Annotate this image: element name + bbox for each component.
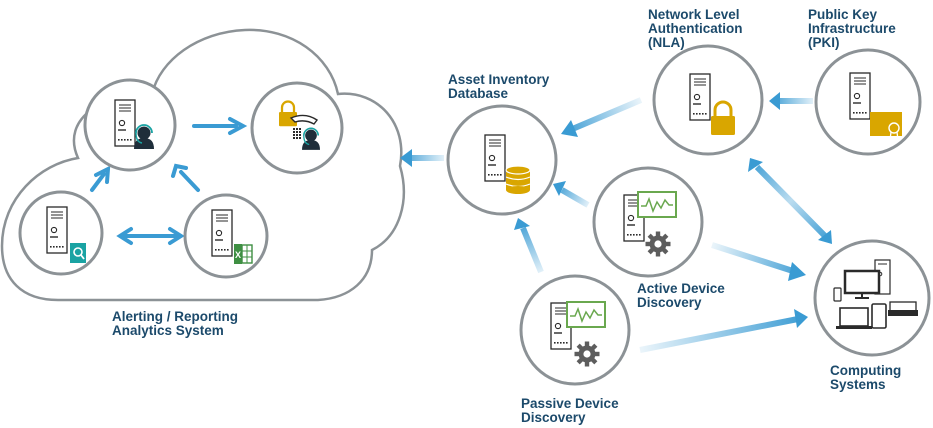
arrowhead xyxy=(171,163,188,178)
label-line: (NLA) xyxy=(648,35,685,50)
label-line: (PKI) xyxy=(808,35,840,50)
keypad-icon xyxy=(293,128,301,139)
label-line: Network Level xyxy=(648,7,740,22)
arrow-passive-to-asset xyxy=(514,218,544,274)
label-line: Active Device xyxy=(637,281,725,296)
phone-device-icon xyxy=(833,287,842,302)
arrow-active-to-asset xyxy=(553,181,590,208)
node-computing-systems xyxy=(813,239,931,357)
node-search-server xyxy=(18,190,104,276)
label-line: Alerting / Reporting xyxy=(112,309,238,324)
printer-icon xyxy=(888,301,918,316)
label-line: Database xyxy=(448,86,509,101)
arrow-excel-to-analytics xyxy=(179,170,200,192)
laptop-icon xyxy=(836,307,872,329)
label-line: Public Key xyxy=(808,7,878,22)
node-excel-server: X xyxy=(183,193,269,279)
arrow-asset-to-cloud xyxy=(400,149,444,167)
arrow-cloud-internal xyxy=(90,117,248,245)
label-line: Asset Inventory xyxy=(448,72,550,87)
tablet-icon xyxy=(871,303,887,329)
gear-icon xyxy=(574,341,600,367)
search-document-icon xyxy=(70,243,86,263)
node-analytics-server xyxy=(83,78,177,172)
arrow-passive-to-computing xyxy=(639,309,808,353)
spreadsheet-icon: X xyxy=(234,244,253,264)
node-active-discovery xyxy=(592,166,704,278)
activity-chart-icon xyxy=(637,191,677,218)
node-asset-database xyxy=(446,104,558,216)
arrowhead xyxy=(94,165,111,184)
database-icon xyxy=(505,165,531,194)
arrow-nla-computing-bidirectional xyxy=(748,158,832,244)
phone-icon xyxy=(289,114,319,125)
label-line: Passive Device xyxy=(521,396,619,411)
node-pki xyxy=(814,48,922,156)
arrow-nla-to-asset xyxy=(561,97,643,137)
label-line: Discovery xyxy=(637,295,702,310)
arrowhead xyxy=(228,117,248,135)
label-line: Discovery xyxy=(521,410,586,425)
label-line: Infrastructure xyxy=(808,21,896,36)
label-line: Computing xyxy=(830,363,902,378)
label-line: Systems xyxy=(830,377,886,392)
node-passive-discovery xyxy=(519,274,631,386)
arrow-search-to-analytics xyxy=(90,172,106,192)
arrowhead xyxy=(168,227,185,245)
arrowhead xyxy=(116,227,133,245)
label-line: Analytics System xyxy=(112,323,224,338)
gear-icon xyxy=(645,231,671,257)
arrow-active-to-computing xyxy=(711,242,806,281)
certificate-icon xyxy=(870,112,902,142)
label-line: Authentication xyxy=(648,21,743,36)
svg-text:X: X xyxy=(235,250,241,260)
node-helpdesk xyxy=(250,81,344,175)
activity-chart-icon xyxy=(566,301,606,328)
arrow-pki-to-nla xyxy=(769,92,813,110)
monitor-icon xyxy=(843,269,881,299)
node-nla xyxy=(652,44,764,156)
